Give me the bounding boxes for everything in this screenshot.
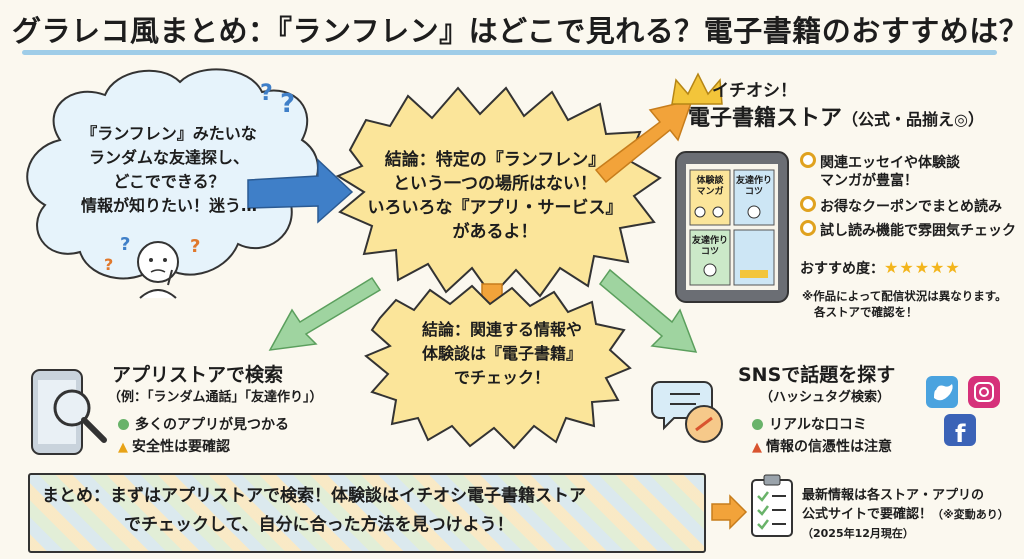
pick-label: イチオシ！ xyxy=(712,81,797,101)
star-rating-icon: ★★★★★ xyxy=(884,258,961,277)
question-text: 『ランフレン』みたいな ランダムな友達探し、 どこでできる？ 情報が知りたい！迷… xyxy=(48,122,290,218)
appstore-point: ▲安全性は要確認 xyxy=(118,439,230,455)
summary-line: まとめ：まずはアプリストアで検索！体験談はイチオシ電子書籍ストア xyxy=(42,486,586,506)
summary-box xyxy=(28,473,706,553)
tablet-icon xyxy=(675,151,789,303)
arrow-to-conclusion xyxy=(247,158,354,224)
conclusion-line: いろいろな『アプリ・サービス』 xyxy=(367,198,623,218)
checklist-icon xyxy=(751,474,793,537)
page-title: グラレコ風まとめ：『ランフレン』はどこで見れる？電子書籍のおすすめは？ xyxy=(12,14,1024,48)
tablet-cell-label: 友達作り コツ xyxy=(735,176,772,197)
summary-text: まとめ：まずはアプリストアで検索！体験談はイチオシ電子書籍ストア でチェックして… xyxy=(42,482,702,540)
sns-subtitle: （ハッシュタグ検索） xyxy=(760,390,891,405)
warning-icon: ▲ xyxy=(118,440,128,455)
twitter-icon xyxy=(926,376,958,408)
arrow-to-appstore xyxy=(268,276,382,351)
facebook-icon: f xyxy=(944,414,976,448)
question-line: 『ランフレン』みたいな xyxy=(81,124,257,143)
arrow-to-sns xyxy=(598,268,698,353)
appstore-title: アプリストアで検索 xyxy=(112,364,284,386)
warning-icon: ▲ xyxy=(752,440,762,455)
sns-point: ▲情報の信憑性は注意 xyxy=(752,439,892,455)
circle-bullet-icon xyxy=(800,196,816,212)
latest-line: 最新情報は各ストア・アプリの xyxy=(802,488,985,503)
question-mark-icon: ? xyxy=(104,255,113,274)
conclusion-text: 結論：特定の『ランフレン』 という一つの場所はない！ いろいろな『アプリ・サービ… xyxy=(358,148,632,244)
arrow-to-store xyxy=(594,98,694,184)
store-title-suffix: （公式・品揃え◎） xyxy=(842,110,984,129)
conclusion-burst xyxy=(335,86,662,298)
question-line: どこでできる？ xyxy=(113,172,225,191)
chat-bubbles-icon xyxy=(651,381,723,443)
green-dot-icon xyxy=(752,419,763,430)
latest-info: 最新情報は各ストア・アプリの 公式サイトで要確認！（※変動あり） （2025年1… xyxy=(802,486,1009,543)
store-feature: 試し読み機能で雰囲気チェック xyxy=(800,220,1016,241)
ebook-conclusion-line: 体験談は『電子書籍』 xyxy=(421,344,582,363)
ebook-conclusion-burst xyxy=(364,284,632,450)
conclusion-line: 結論：特定の『ランフレン』 xyxy=(384,150,606,170)
rating: おすすめ度：★★★★★ xyxy=(800,258,961,278)
latest-line: 公式サイトで要確認！（※変動あり） xyxy=(802,507,1009,522)
appstore-point: 多くのアプリが見つかる xyxy=(118,414,289,434)
sns-point: リアルな口コミ xyxy=(752,414,867,434)
store-feature: マンガが豊富！ xyxy=(820,173,918,189)
phone-search-icon xyxy=(31,369,107,455)
store-feature: お得なクーポンでまとめ読み xyxy=(800,196,1002,217)
appstore-subtitle: （例：「ランダム通話」「友達作り」） xyxy=(108,390,323,405)
latest-date: （2025年12月現在） xyxy=(802,527,914,540)
conclusion-line: という一つの場所はない！ xyxy=(393,174,597,194)
tablet-cell-label: 友達作り コツ xyxy=(691,236,728,257)
green-dot-icon xyxy=(118,419,129,430)
thinking-person-icon xyxy=(137,241,179,299)
rating-label: おすすめ度： xyxy=(800,261,884,277)
summary-line: でチェックして、自分に合った方法を見つけよう！ xyxy=(124,515,514,535)
question-line: ランダムな友達探し、 xyxy=(88,148,249,167)
conclusion-line: があるよ！ xyxy=(452,222,538,242)
title-underline xyxy=(22,50,997,55)
circle-bullet-icon xyxy=(800,152,816,168)
store-title: 電子書籍ストア（公式・品揃え◎） xyxy=(688,100,984,132)
ebook-conclusion-line: 結論：関連する情報や xyxy=(421,320,582,339)
tablet-cell-label: 体験談 マンガ xyxy=(696,176,724,197)
question-mark-icon: ? xyxy=(280,89,295,119)
crown-icon xyxy=(671,72,723,105)
circle-bullet-icon xyxy=(800,220,816,236)
question-mark-icon: ? xyxy=(190,236,200,257)
store-note: ※作品によって配信状況は異なります。 各ストアで確認を！ xyxy=(802,288,1007,320)
ebook-conclusion-line: でチェック！ xyxy=(453,368,550,387)
question-line: 情報が知りたい！迷う… xyxy=(80,196,257,215)
question-mark-icon: ? xyxy=(120,234,130,255)
sns-title: SNSで話題を探す xyxy=(738,364,896,386)
store-note-line: 各ストアで確認を！ xyxy=(814,305,918,319)
arrow-to-latest-info xyxy=(711,494,748,530)
store-title-main: 電子書籍ストア xyxy=(688,106,843,131)
store-note-line: ※作品によって配信状況は異なります。 xyxy=(802,289,1007,303)
question-mark-icon: ? xyxy=(260,81,273,106)
instagram-icon xyxy=(968,376,1000,408)
svg-text:f: f xyxy=(955,420,966,448)
ebook-conclusion-text: 結論：関連する情報や 体験談は『電子書籍』 でチェック！ xyxy=(388,318,616,390)
store-feature: 関連エッセイや体験談 xyxy=(800,152,960,173)
